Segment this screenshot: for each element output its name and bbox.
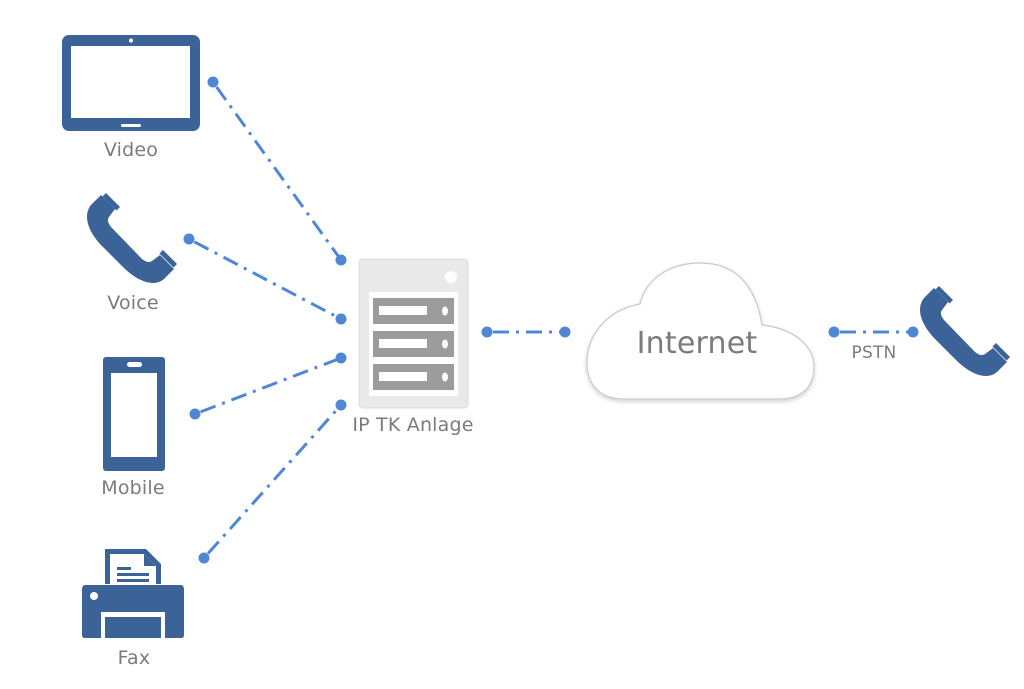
- video-label: Video: [103, 139, 159, 161]
- smartphone-icon: [103, 357, 165, 471]
- voice-label: Voice: [107, 292, 159, 314]
- fax-printer-icon: [82, 549, 184, 638]
- connector-start-dot: [828, 326, 840, 338]
- connector-line: [202, 403, 343, 560]
- connector-voice-to-pbx: [183, 233, 347, 325]
- connector-end-dot: [335, 352, 347, 364]
- mobile-label: Mobile: [101, 477, 165, 499]
- connectors: [183, 76, 919, 564]
- phone-handset-icon: [87, 193, 177, 283]
- connector-pbx-to-internet: [481, 326, 571, 338]
- connector-end-dot: [559, 326, 571, 338]
- pstn-label: PSTN: [851, 343, 897, 363]
- connector-start-dot: [183, 233, 195, 245]
- connector-start-dot: [198, 552, 210, 564]
- connector-end-dot: [335, 399, 347, 411]
- connector-end-dot: [907, 326, 919, 338]
- server-icon: [358, 258, 469, 409]
- pbx-label: IP TK Anlage: [352, 414, 474, 436]
- external-phone-handset-icon: [920, 286, 1010, 376]
- connector-start-dot: [481, 326, 493, 338]
- connector-line: [211, 81, 343, 261]
- connector-end-dot: [335, 254, 347, 266]
- internet-label: Internet: [636, 326, 758, 361]
- connector-video-to-pbx: [207, 76, 347, 266]
- connector-mobile-to-pbx: [189, 352, 347, 420]
- connector-start-dot: [189, 408, 201, 420]
- connector-fax-to-pbx: [198, 399, 347, 564]
- connector-line: [188, 237, 342, 321]
- connector-internet-to-external_phone: [828, 326, 919, 338]
- fax-label: Fax: [117, 647, 151, 669]
- connector-end-dot: [335, 313, 347, 325]
- tablet-icon: [62, 35, 200, 131]
- connector-start-dot: [207, 76, 219, 88]
- cloud-icon: [586, 262, 815, 400]
- connector-line: [194, 356, 342, 416]
